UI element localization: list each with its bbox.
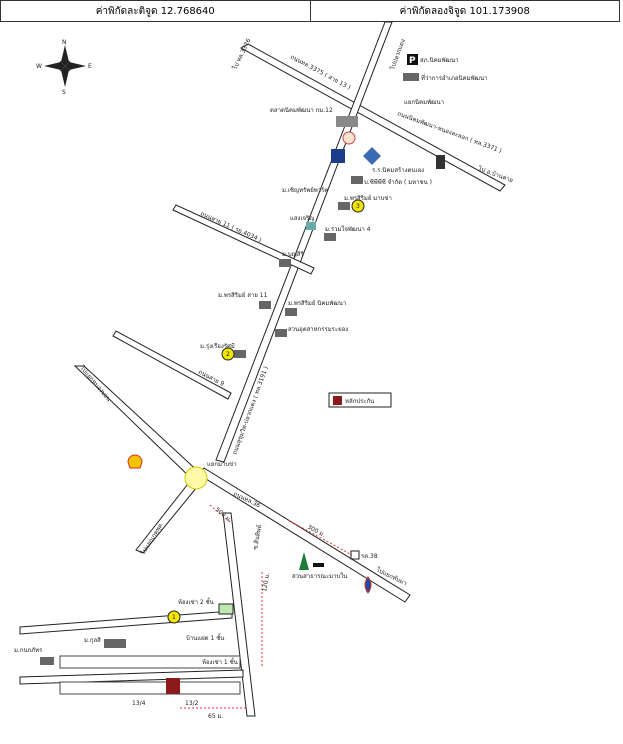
plot-v <box>218 603 234 615</box>
compass-e: E <box>88 63 92 70</box>
school-label: ร.ร.นิคมสร้างตนเอง <box>372 167 424 174</box>
m-boonsiri-label: ม.บุญสิริ <box>282 251 304 258</box>
cp-company-label: บ.ซีพีพีซี จำกัด ( มหาชน ) <box>364 178 432 186</box>
marker-3 <box>351 199 365 213</box>
police-label: สภ.นิคมพัฒนา <box>420 57 458 64</box>
yaek-mabkha-label: แยกมาบข่า <box>207 461 237 468</box>
svg-text:1: 1 <box>172 614 176 621</box>
svg-text:3: 3 <box>356 203 360 210</box>
bench-icon <box>313 563 324 567</box>
road-3375 <box>239 43 506 192</box>
road-3371-label: ถนนนิคมพัฒนา-หนองละลอก ( ทล.3371 ) <box>396 110 502 154</box>
ptt-station-icon <box>364 576 372 594</box>
compass-w: W <box>36 63 42 70</box>
coordinate-header: ค่าพิกัดละติจูด 12.768640 ค่าพิกัดลองจิจ… <box>0 0 620 22</box>
rx-label: รต.38 <box>361 553 378 560</box>
shop-icon <box>342 131 356 145</box>
road-pattaya-label: ไปแยกเกตุพุด <box>138 522 164 557</box>
dist-500-label: 500 ม. <box>214 506 233 524</box>
road-lower-1 <box>19 610 233 635</box>
bank-icon <box>331 149 345 163</box>
dist-65-label: 65 ม. <box>208 713 223 720</box>
m-ruamchai-label: ม.ร่วมใจพัฒนา 4 <box>325 225 371 233</box>
road-sai11 <box>172 204 315 275</box>
gas-station-icon <box>436 155 445 169</box>
intersection-icon <box>184 466 208 490</box>
legend-box <box>328 392 392 408</box>
svg-text:2: 2 <box>226 351 230 358</box>
compass-rose-icon: N S W E <box>36 39 92 96</box>
legend-label: หลักประกัน <box>345 398 374 405</box>
saengcharoen-label: แสงเจริญ <box>290 215 314 222</box>
shell-station-icon <box>127 454 143 469</box>
road-nongbon-label: ไปแยกหนองบอน <box>78 363 113 403</box>
compass-n: N <box>62 39 67 46</box>
m-rungruang-label: ม.รุ่งเรืองรัศมี <box>200 342 235 350</box>
building-icons <box>40 73 419 665</box>
m-chenprit-label: ม.เชิญทรัพย์พาร์ค <box>282 186 328 194</box>
target-plot <box>166 678 180 694</box>
market-label: ตลาดนิคมพัฒนา กม.12 <box>270 107 333 114</box>
police-icon <box>407 54 418 65</box>
plot2-label: 13/2 <box>185 700 199 707</box>
dist-120-label: 120 ม. <box>261 572 271 592</box>
legend-swatch <box>333 396 342 405</box>
room1-label: ห้องเช่า 1 ชั้น <box>202 656 238 666</box>
road-sai9 <box>112 330 232 400</box>
road-soi-sinthip <box>222 512 256 717</box>
room2-label: ห้องเช่า 2 ชั้น <box>178 596 214 606</box>
svg-text:P: P <box>409 56 416 66</box>
park-label: สวนสาธารณะมาบใน <box>292 572 347 580</box>
m-phonsiri-nikhom-label: ม.พรสิริมย์ นิคมพัฒนา <box>288 299 346 307</box>
m-phonsiri11-label: ม.พรสิริมย์ สาย 11 <box>218 291 268 299</box>
longitude-label: ค่าพิกัดลองจิจูด 101.173908 <box>309 1 620 21</box>
road-36-label: ถนนทล.36 <box>232 491 261 510</box>
park-tree-icon <box>299 552 309 570</box>
district-office-label: ที่ว่าการอำเภอนิคมพัฒนา <box>421 74 487 82</box>
compass-s: S <box>62 89 66 96</box>
road-pluakdaeng-label: ไปปลวกแดง <box>388 38 407 72</box>
yaek-nikhom-label: แยกนิคมพัฒนา <box>404 99 444 106</box>
plot1-label: 13/4 <box>132 700 146 707</box>
marker-2 <box>221 347 235 361</box>
plot-rows <box>59 655 241 695</box>
road-sinthip-label: ซ.สินทิพย์ <box>251 524 263 550</box>
marker-1 <box>167 610 181 624</box>
road-lower-2 <box>19 669 244 685</box>
m-phonsiri-mabcha-label: ม.พรสิริมย์ มาบข่า <box>344 194 392 202</box>
industrial-park-label: สวนอุตสาหกรรมระยอง <box>288 326 348 333</box>
house1-label: บ้านแฝด 1 ชั้น <box>186 632 224 642</box>
bank-icon-2 <box>363 147 381 165</box>
m-kanokphat-label: ม.กนกภัทร <box>14 647 43 654</box>
m-kulsri-label: ม.กุลสิ <box>84 637 101 644</box>
latitude-label: ค่าพิกัดละติจูด 12.768640 <box>95 5 215 17</box>
road-r3376-label: ไป ทล.3376 <box>230 37 252 72</box>
dimension-lines <box>180 504 353 709</box>
